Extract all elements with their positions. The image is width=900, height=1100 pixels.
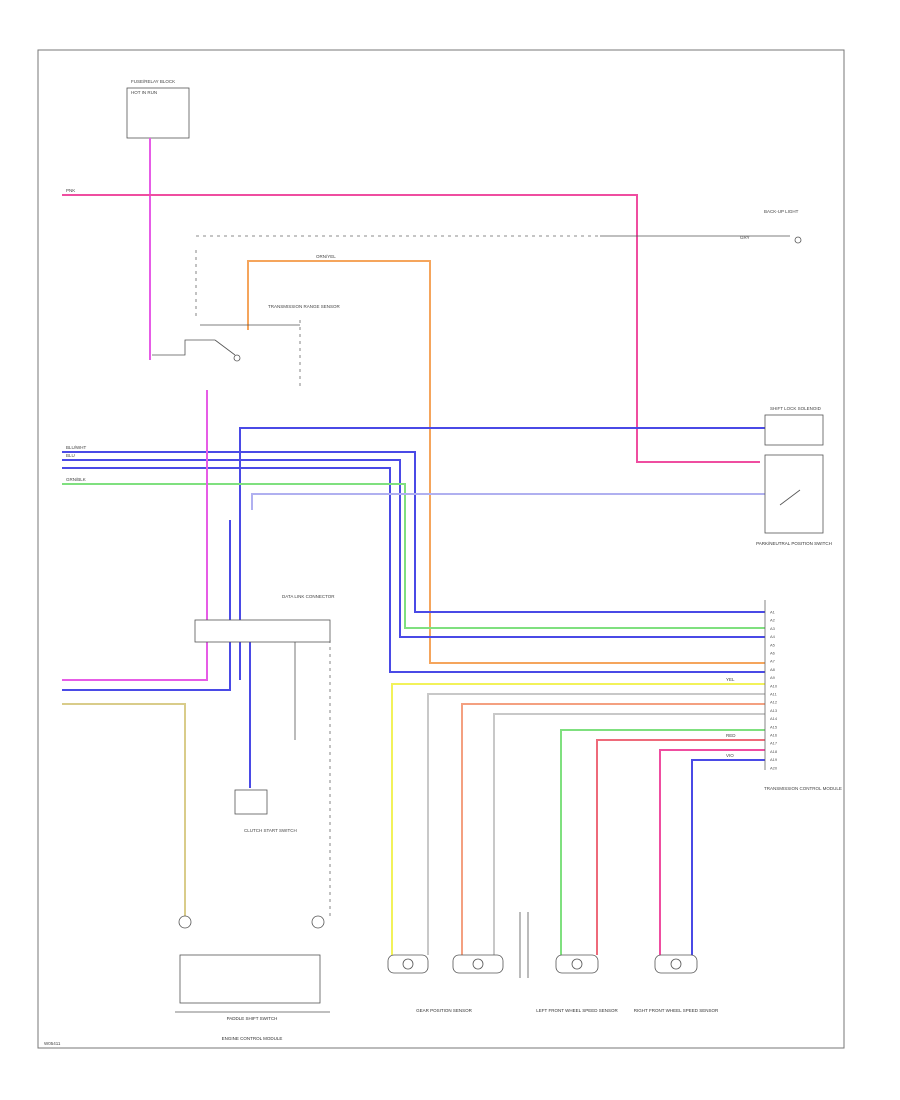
ecm-pin-A4: A4: [770, 634, 776, 639]
ecm-pin-labels: A1A2A3A4A5A6A7A8A9A10A11A12A13A14A15A16A…: [770, 610, 778, 771]
wire-group: [62, 138, 765, 955]
wire-blue-lower: [691, 759, 765, 955]
wire-lightblue: [251, 493, 765, 510]
ecm-pin-A7: A7: [770, 659, 776, 664]
wire-orange: [247, 260, 765, 664]
relay-switch-arm: [214, 339, 236, 356]
park-neutral-label: PARK/NEUTRAL POSITION SWITCH: [756, 541, 832, 546]
wire-label-yellow: YEL: [726, 677, 735, 682]
wire-label-pink: PNK: [66, 188, 75, 193]
ecm-pin-A20: A20: [770, 765, 778, 770]
wire-label-orange: ORN/YEL: [316, 254, 336, 259]
engine-control-label: ENGINE CONTROL MODULE: [222, 1036, 283, 1041]
ecm-pin-A14: A14: [770, 716, 778, 721]
wire-red: [596, 739, 765, 955]
paddle-connector-right: [311, 915, 325, 929]
wire-magenta-lower: [62, 390, 208, 681]
ecm-pin-A10: A10: [770, 683, 778, 688]
ecm-pin-A12: A12: [770, 700, 778, 705]
transmission-range-sensor-label: TRANSMISSION RANGE SENSOR: [268, 304, 341, 309]
ecm-pin-A15: A15: [770, 724, 778, 729]
ecm-pin-A6: A6: [770, 651, 776, 656]
wire-label-blue: BLU/WHT: [66, 445, 87, 450]
ecm-label: TRANSMISSION CONTROL MODULE: [764, 786, 842, 791]
wire-gray-1: [427, 693, 765, 955]
wire-label-red: RED: [726, 733, 736, 738]
wire-label-violet: VIO: [726, 753, 734, 758]
wire-blue-3: [62, 467, 765, 673]
ecm-pin-A16: A16: [770, 733, 778, 738]
wire-tan: [62, 703, 186, 918]
relay-line-1: [152, 339, 215, 356]
ecm-pin-A17: A17: [770, 741, 778, 746]
clutch-switch-box: [234, 789, 268, 815]
backup-light-label: BACK-UP LIGHT: [764, 209, 799, 214]
wire-yellow: [391, 683, 765, 955]
clutch-switch-label: CLUTCH START SWITCH: [244, 828, 297, 833]
backup-wire-label: GRY: [740, 235, 750, 240]
ecm-pin-A3: A3: [770, 626, 776, 631]
paddle-switch-label: PADDLE SHIFT SWITCH: [227, 1016, 278, 1021]
right-front-speed-sensor-label: RIGHT FRONT WHEEL SPEED SENSOR: [634, 1008, 719, 1013]
data-link-label: DATA LINK CONNECTOR: [282, 594, 335, 599]
paddle-switch-box: [179, 954, 321, 1004]
wire-blue-2: [62, 459, 765, 638]
shift-lock-box: [764, 414, 824, 446]
paddle-connector-left: [178, 915, 192, 929]
gear-position-sensor-label: GEAR POSITION SENSOR: [416, 1008, 473, 1013]
wire-green-lower: [560, 729, 765, 955]
ecm-pin-A8: A8: [770, 667, 776, 672]
left-front-speed-sensor-label: LEFT FRONT WHEEL SPEED SENSOR: [536, 1008, 618, 1013]
wire-blue-left-lower: [62, 520, 231, 691]
backup-light-bulb: [794, 236, 802, 244]
diagram-frame: [37, 49, 845, 1049]
ecm-pin-A18: A18: [770, 749, 778, 754]
wire-gray-2: [493, 713, 765, 955]
wire-pink-lower: [659, 749, 765, 955]
wire-blue-1: [62, 451, 765, 613]
wire-label-blue2: BLU: [66, 453, 75, 458]
wire-green: [62, 483, 765, 629]
gear-position-sensor-1: [387, 954, 429, 974]
relay-contact: [233, 354, 241, 362]
hot-label: HOT IN RUN: [131, 90, 157, 95]
ecm-pin-A19: A19: [770, 757, 778, 762]
diagram-footer-id: W05411: [44, 1041, 61, 1046]
data-link-connector: [194, 619, 331, 643]
fuse-block-box: [126, 87, 190, 139]
ecm-pin-A1: A1: [770, 610, 776, 615]
wire-label-green: GRN/BLK: [66, 477, 86, 482]
ecm-pin-A9: A9: [770, 675, 776, 680]
park-neutral-switch-arm: [779, 489, 801, 506]
fuse-block-label: FUSE/RELAY BLOCK: [131, 79, 175, 84]
ecm-pin-A2: A2: [770, 618, 776, 623]
shift-lock-label: SHIFT LOCK SOLENOID: [770, 406, 822, 411]
ecm-pin-A11: A11: [770, 692, 778, 697]
left-front-speed-sensor: [555, 954, 599, 974]
right-front-speed-sensor: [654, 954, 698, 974]
wire-blue-top: [239, 427, 765, 680]
wire-salmon: [461, 703, 765, 955]
wire-pink-top: [62, 194, 760, 463]
gear-position-sensor-2: [452, 954, 504, 974]
ecm-pin-A13: A13: [770, 708, 778, 713]
ecm-pin-A5: A5: [770, 642, 776, 647]
